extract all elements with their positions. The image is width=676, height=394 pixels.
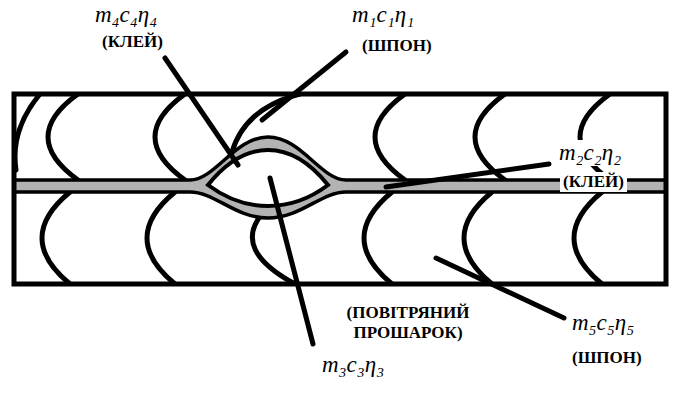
material-label: (ШПОН) bbox=[362, 36, 432, 56]
grain-arc bbox=[580, 94, 610, 180]
leader-line bbox=[262, 52, 346, 120]
grain-arc bbox=[15, 94, 40, 170]
grain-arc bbox=[364, 192, 392, 284]
grain-arc bbox=[147, 192, 175, 284]
panel-ground bbox=[14, 94, 666, 284]
grain-arc bbox=[375, 94, 405, 180]
grain-arc bbox=[48, 94, 78, 180]
leader-line bbox=[270, 178, 313, 344]
leader-line bbox=[386, 164, 549, 187]
glue-layer bbox=[14, 137, 666, 218]
symbol-label: m₄c₄η₄ bbox=[95, 2, 157, 28]
material-label: (КЛЕЙ) bbox=[102, 32, 163, 52]
grain-arc bbox=[42, 192, 70, 284]
leader-line bbox=[165, 58, 238, 165]
material-label: (ПОВІТРЯНИЙ ПРОШАРОК) bbox=[318, 303, 498, 342]
symbol-label: m₂c₂η₂ bbox=[556, 140, 624, 166]
symbol-label: m₃c₃η₃ bbox=[322, 352, 384, 378]
panel-outline bbox=[14, 94, 666, 284]
symbol-label: m₁c₁η₁ bbox=[352, 2, 414, 28]
symbol-label: m₅c₅η₅ bbox=[572, 310, 634, 336]
material-label: (КЛЕЙ) bbox=[560, 172, 627, 192]
grain-arc bbox=[475, 94, 505, 180]
material-label: (ШПОН) bbox=[572, 348, 642, 368]
grain-arc bbox=[155, 94, 185, 180]
grain-arc bbox=[574, 192, 602, 284]
leader-lines bbox=[165, 52, 564, 344]
grain-arc bbox=[464, 192, 492, 284]
